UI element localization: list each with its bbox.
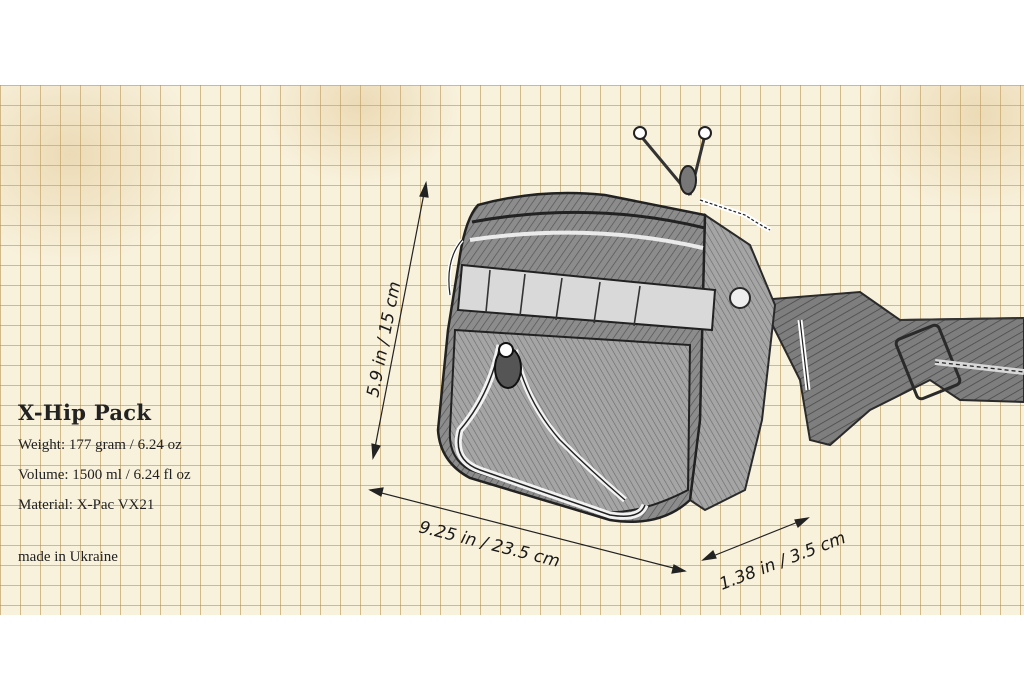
width-dimension-line: [369, 489, 686, 572]
width-label: 9.25 in / 23.5 cm: [417, 517, 562, 571]
arrow-head: [368, 487, 384, 497]
depth-label: 1.38 in / 3.5 cm: [717, 528, 849, 595]
arrow-head: [794, 517, 810, 529]
dimension-lines: [368, 180, 810, 574]
height-label: 5.9 in / 15 cm: [363, 280, 405, 399]
spec-volume: Volume: 1500 ml / 6.24 fl oz: [18, 467, 191, 483]
spec-weight: Weight: 177 gram / 6.24 oz: [18, 437, 182, 453]
pack-body: [436, 126, 811, 524]
arrow-head: [371, 443, 381, 460]
height-dimension-line: [372, 182, 427, 459]
origin-note: made in Ukraine: [18, 549, 118, 565]
arrow-head: [419, 180, 429, 198]
product-info: X-Hip Pack Weight: 177 gram / 6.24 oz Vo…: [18, 400, 191, 566]
product-title: X-Hip Pack: [18, 400, 152, 425]
waist-strap: [758, 290, 1024, 447]
arrow-head: [701, 549, 717, 561]
depth-dimension-line: [702, 517, 809, 561]
spec-material: Material: X-Pac VX21: [18, 497, 155, 513]
arrow-head: [671, 564, 687, 574]
